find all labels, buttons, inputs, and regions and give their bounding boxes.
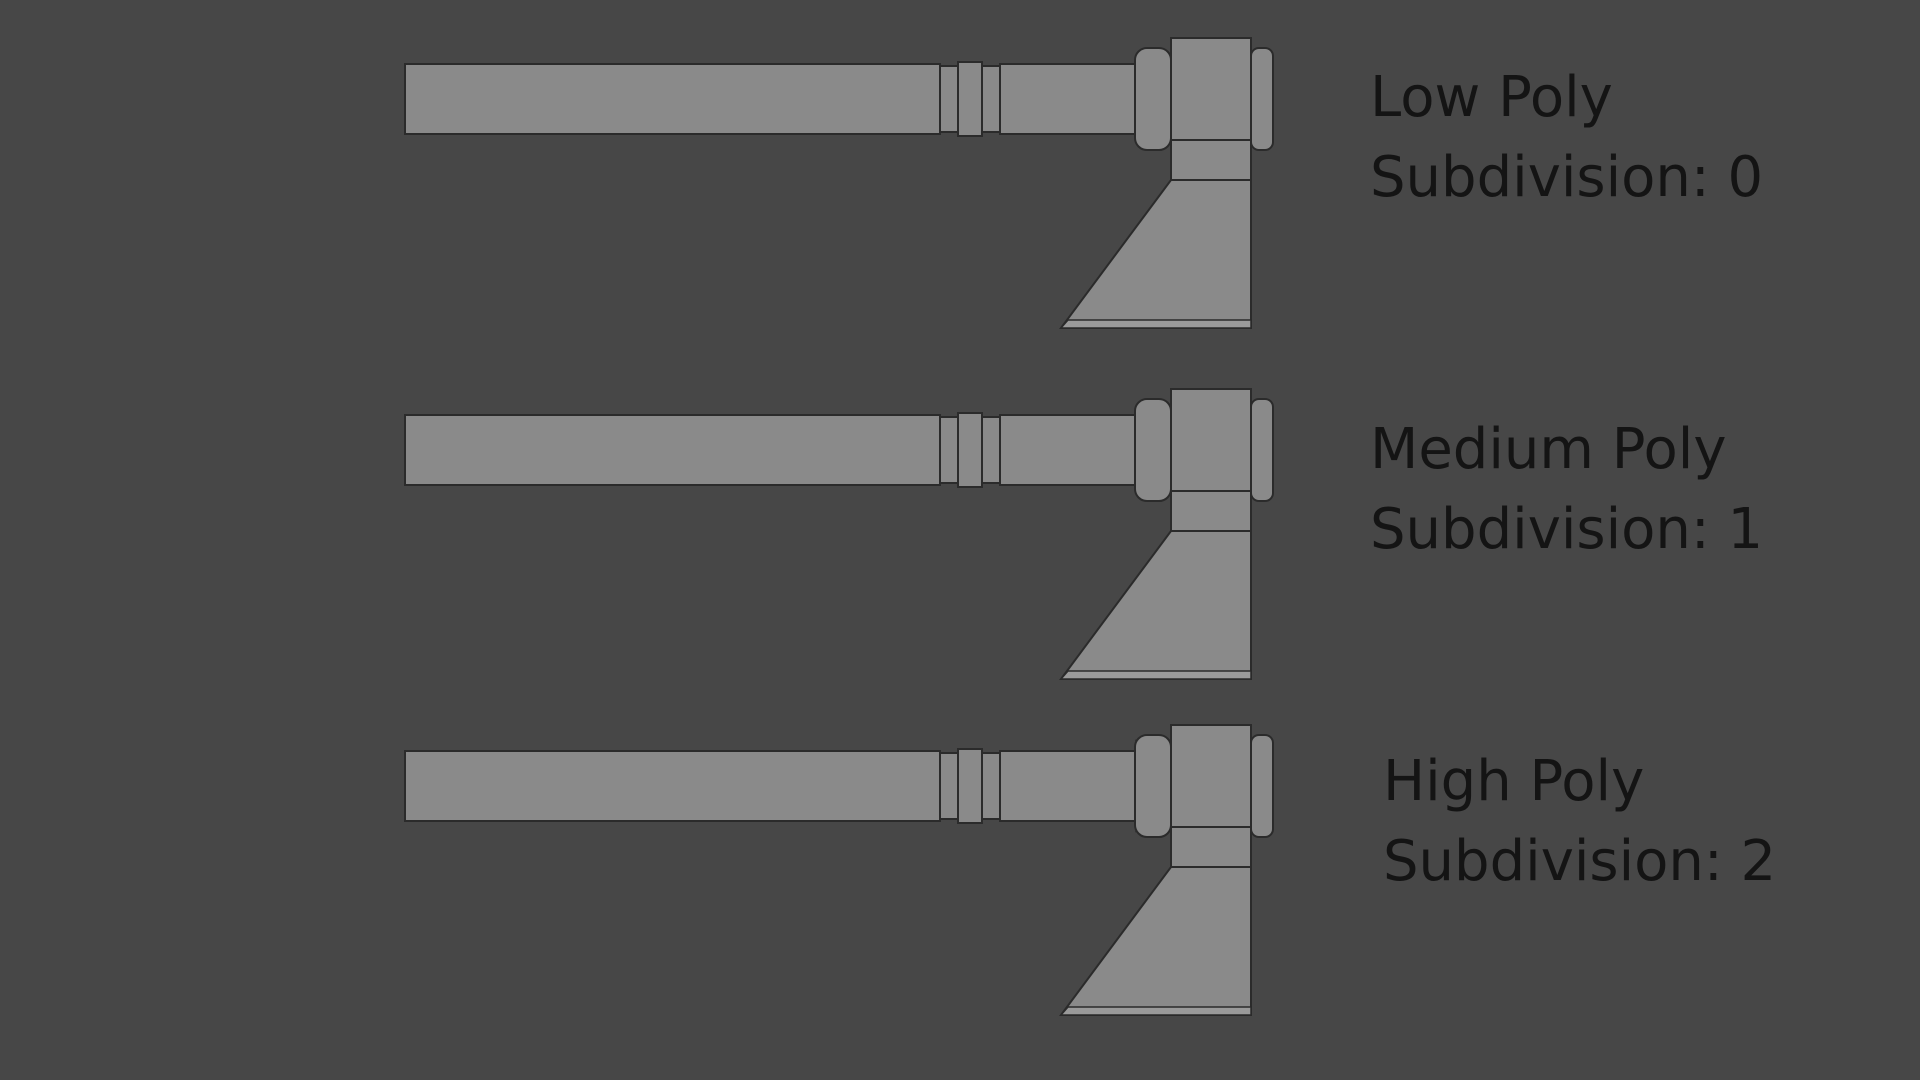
axe-medium-poly-mesh (404, 388, 1274, 680)
axe-high-poly-mesh (404, 724, 1274, 1016)
label-medium-poly-title: Medium Poly (1370, 417, 1727, 482)
handle-ring-right (981, 752, 1001, 820)
label-low-poly-title: Low Poly (1370, 65, 1613, 130)
handle-ring-right (981, 416, 1001, 484)
head-back-cap (1134, 398, 1172, 502)
head-poll-cap (1250, 47, 1274, 151)
handle-neck (999, 63, 1136, 135)
handle-ring-left (939, 752, 959, 820)
axe-low-poly-mesh (404, 37, 1274, 329)
handle-ring-left (939, 65, 959, 133)
label-high-poly: High Poly Subdivision: 2 (1383, 742, 1776, 902)
handle-ring-center (957, 61, 983, 137)
axe-blade (1059, 179, 1252, 329)
label-medium-poly: Medium Poly Subdivision: 1 (1370, 410, 1763, 570)
axe-blade-edge (1059, 319, 1252, 329)
label-low-poly-subdivision: Subdivision: 0 (1370, 145, 1764, 210)
head-poll-cap (1250, 398, 1274, 502)
axe-blade (1059, 866, 1252, 1016)
handle-ring-center (957, 748, 983, 824)
handle-ring-right (981, 65, 1001, 133)
handle-ring-center (957, 412, 983, 488)
label-medium-poly-subdivision: Subdivision: 1 (1370, 497, 1764, 562)
blade-neck (1170, 139, 1252, 181)
head-back-cap (1134, 734, 1172, 838)
handle-neck (999, 750, 1136, 822)
axe-blade (1059, 530, 1252, 680)
handle-shaft (404, 414, 941, 486)
handle-ring-left (939, 416, 959, 484)
handle-neck (999, 414, 1136, 486)
blade-neck (1170, 826, 1252, 868)
head-poll-cap (1250, 734, 1274, 838)
label-low-poly: Low Poly Subdivision: 0 (1370, 58, 1763, 218)
axe-blade-edge (1059, 1006, 1252, 1016)
axe-blade-edge (1059, 670, 1252, 680)
label-high-poly-title: High Poly (1383, 749, 1645, 814)
handle-shaft (404, 63, 941, 135)
label-high-poly-subdivision: Subdivision: 2 (1383, 829, 1777, 894)
head-back-cap (1134, 47, 1172, 151)
blade-neck (1170, 490, 1252, 532)
handle-shaft (404, 750, 941, 822)
